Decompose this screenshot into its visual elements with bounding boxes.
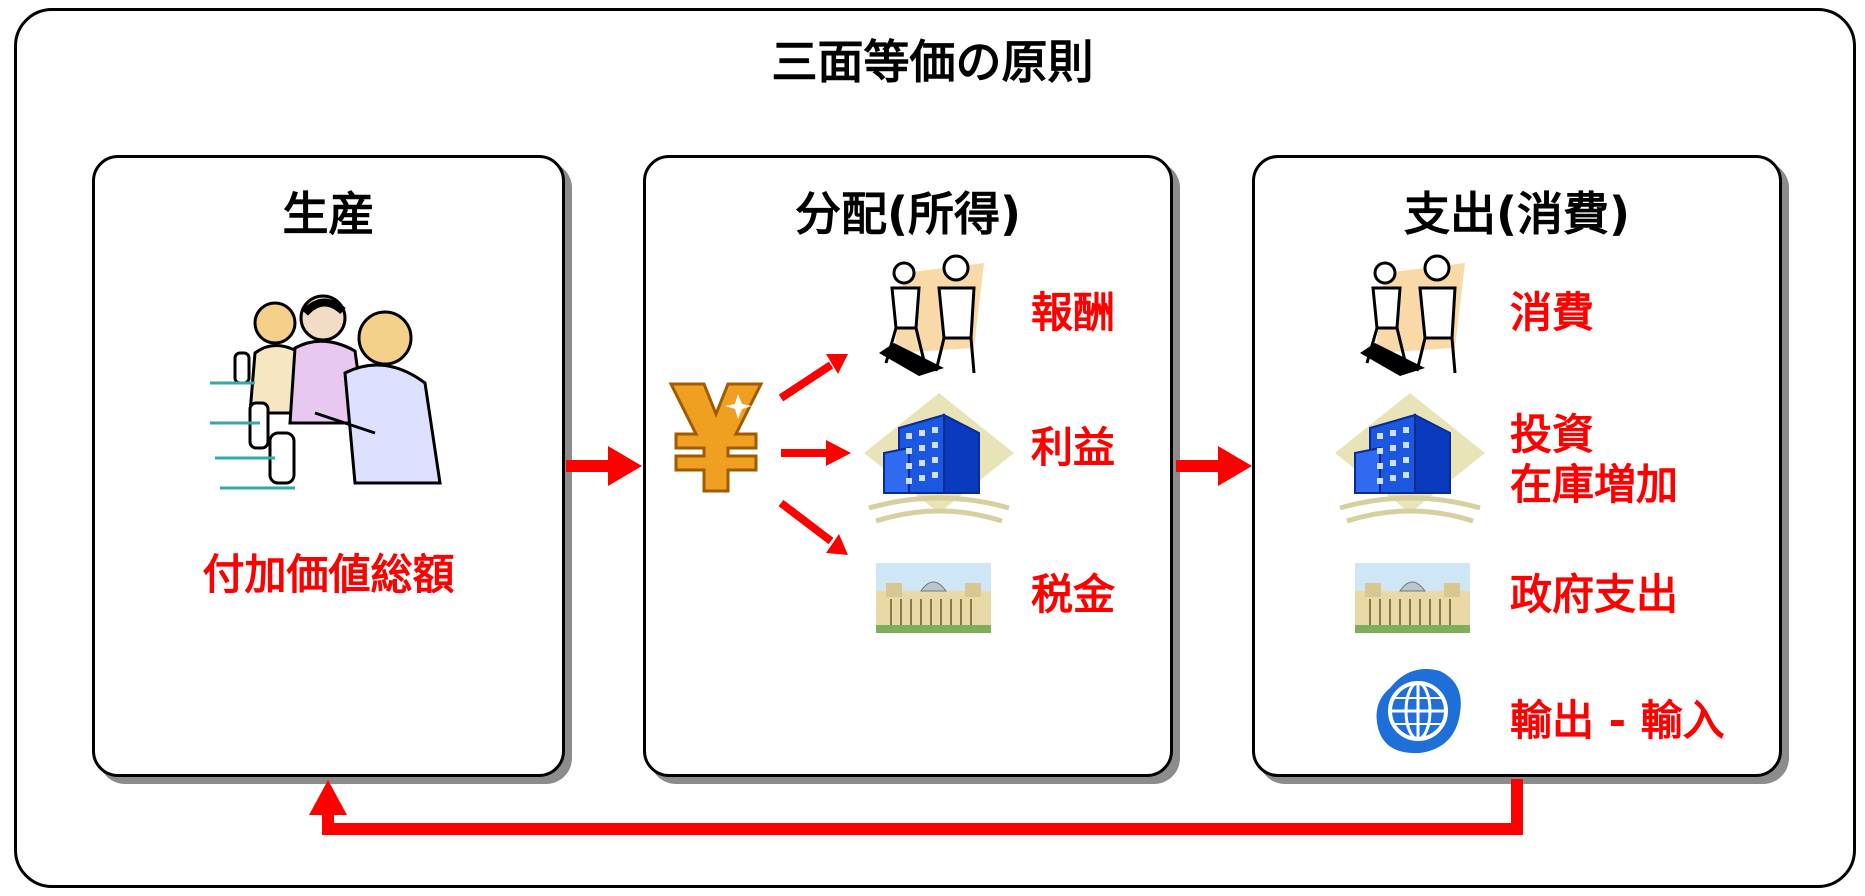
globe-icon xyxy=(1370,663,1465,758)
government-building-icon xyxy=(1355,563,1470,633)
arrow-expenditure-to-production xyxy=(322,779,1523,835)
expenditure-item-label: 政府支出 xyxy=(1510,570,1679,619)
distribution-arrows xyxy=(776,348,856,568)
panel-expenditure-title: 支出(消費) xyxy=(1403,187,1631,241)
panel-expenditure: 支出(消費) 消費 xyxy=(1252,155,1782,777)
building-icon xyxy=(864,393,1014,533)
expenditure-item-label: 投資 xyxy=(1510,410,1595,459)
production-label: 付加価値総額 xyxy=(202,550,455,599)
panel-distribution-title: 分配(所得) xyxy=(794,187,1022,241)
building-icon xyxy=(1335,393,1485,533)
panel-distribution: 分配(所得) 報酬 xyxy=(643,155,1173,777)
expenditure-item-label-2: 在庫増加 xyxy=(1510,460,1679,509)
people-icon xyxy=(1355,253,1475,378)
arrow-head-production-to-distribution xyxy=(608,446,642,486)
distribution-item-label: 報酬 xyxy=(1031,288,1116,337)
diagram-title: 三面等価の原則 xyxy=(771,35,1094,89)
expenditure-item-label: 輸出 - 輸入 xyxy=(1510,696,1725,745)
workers-icon xyxy=(205,293,455,493)
panel-production: 生産 付加 xyxy=(92,155,565,777)
arrow-head-distribution-to-expenditure xyxy=(1218,446,1252,486)
distribution-item-label: 税金 xyxy=(1031,570,1116,619)
people-icon xyxy=(874,253,994,378)
arrow-head-expenditure-to-production xyxy=(309,780,347,815)
yen-icon xyxy=(666,376,766,496)
expenditure-item-label: 消費 xyxy=(1510,288,1595,337)
distribution-item-label: 利益 xyxy=(1031,423,1116,472)
government-building-icon xyxy=(876,563,991,633)
panel-production-title: 生産 xyxy=(282,187,375,241)
